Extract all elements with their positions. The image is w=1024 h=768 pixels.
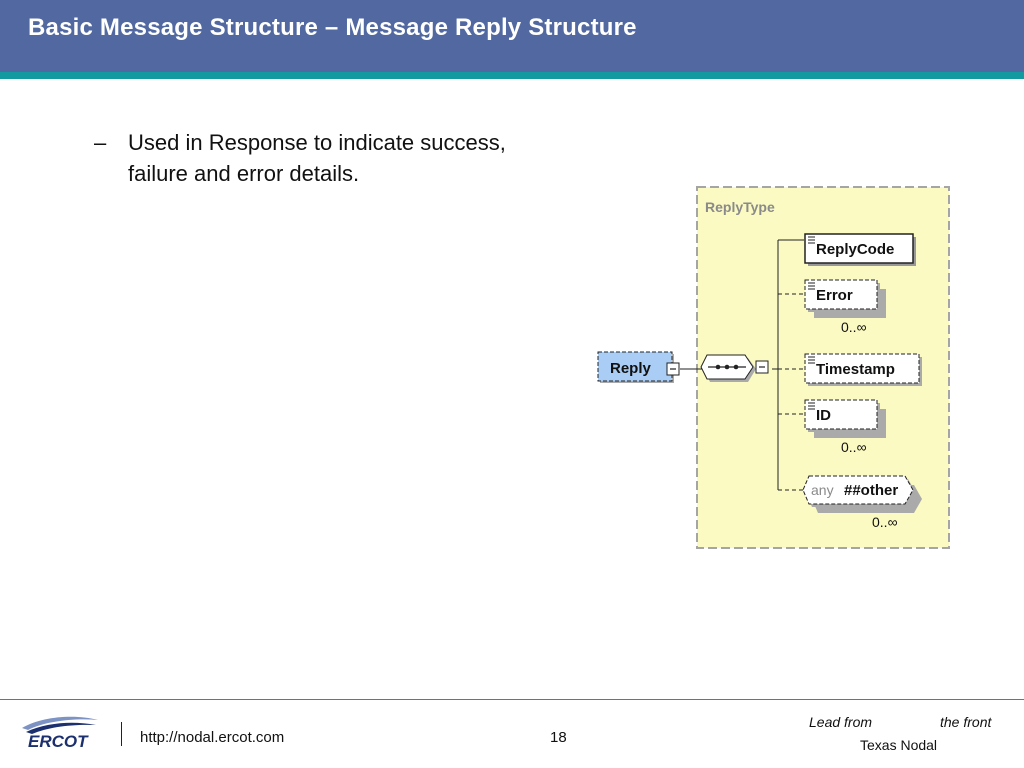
reply-type-label: ReplyType [705,199,775,215]
ercot-logo-text: ERCOT [28,732,89,750]
title-bar: Basic Message Structure – Message Reply … [0,0,1024,72]
ercot-logo-icon: ERCOT [22,716,98,750]
error-cardinality: 0..∞ [841,319,867,335]
page-number: 18 [550,729,567,746]
id-cardinality: 0..∞ [841,439,867,455]
id-label: ID [816,407,831,424]
other-label: ##other [844,482,898,499]
title-accent-strip [0,72,1024,79]
reply-element-box[interactable]: Reply [597,351,674,383]
sequence-collapse-icon[interactable] [755,360,769,374]
footer-divider [0,699,1024,700]
any-other-element-box[interactable]: any ##other [802,475,922,513]
reply-element-label: Reply [610,360,652,377]
schema-diagram: ReplyType Reply ReplyCode [597,186,950,549]
bullet-text: Used in Response to indicate success, fa… [128,130,506,186]
replycode-label: ReplyCode [816,241,894,258]
footer-separator [121,722,122,746]
timestamp-label: Timestamp [816,361,895,378]
id-element-box[interactable]: ID [804,399,886,438]
timestamp-element-box[interactable]: Timestamp [804,353,922,386]
slide-title: Basic Message Structure – Message Reply … [28,14,637,41]
sequence-compositor-icon[interactable] [700,354,756,382]
reply-collapse-icon[interactable] [666,362,680,376]
tagline-lead-from: Lead from [809,714,873,730]
bullet-dash: – [94,130,107,155]
error-label: Error [816,287,853,304]
footer-url[interactable]: http://nodal.ercot.com [140,729,285,746]
any-other-cardinality: 0..∞ [872,514,898,530]
tagline-the-front: the front [940,714,992,730]
replycode-element-box[interactable]: ReplyCode [804,233,916,266]
tagline-texas-nodal: Texas Nodal [860,737,938,753]
error-element-box[interactable]: Error [804,279,886,318]
any-prefix-label: any [811,482,834,498]
